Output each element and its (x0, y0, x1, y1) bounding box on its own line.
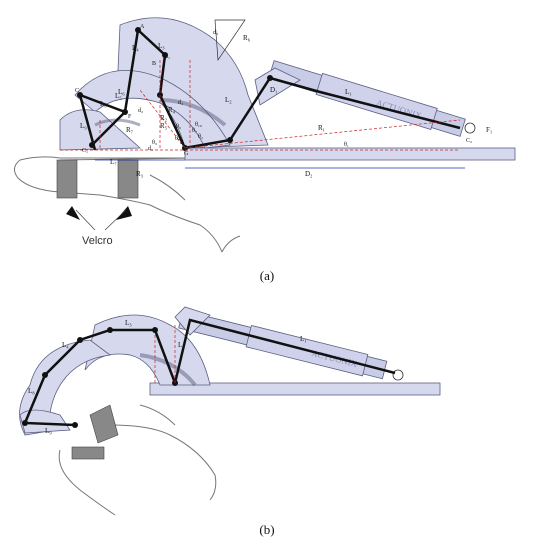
label-L2: L₂ (225, 96, 232, 104)
front-arc-link (19, 409, 71, 434)
label-beta1: β₁ (165, 54, 170, 60)
label-R6: R₆ (243, 34, 251, 42)
label-theta8: θ₈ (175, 136, 180, 142)
joints (77, 27, 273, 151)
label-G: G (184, 151, 189, 157)
dimension-lines (154, 325, 176, 383)
label-L4: L₄ (62, 341, 69, 349)
label-R4: R₄ (168, 106, 176, 114)
finger-linkage (78, 92, 128, 151)
label-L2: L₂ (178, 341, 185, 349)
label-L9: L₉ (45, 427, 52, 435)
label-F: F (128, 114, 132, 120)
hand-outline (58, 404, 217, 516)
label-F1: F₁ (486, 126, 492, 134)
label-L4: L₄ (132, 44, 139, 52)
panel-label-b: (b) (259, 522, 275, 537)
panel-label-a: (a) (259, 268, 275, 283)
label-L5: L₅ (115, 92, 122, 100)
label-L8: L₈ (100, 100, 107, 108)
label-L3: L₃ (158, 42, 165, 50)
label-E: E (180, 140, 184, 146)
end-pivot (464, 122, 476, 134)
label-theta10: θ₁₀ (195, 122, 202, 128)
velcro-strap (56, 159, 78, 199)
hand-outline (14, 157, 241, 253)
label-C1: C₁ (82, 148, 88, 154)
label-L8: L₈ (28, 387, 35, 395)
label-C: C (75, 88, 79, 94)
label-L6: L₆ (118, 88, 125, 96)
dimension-lines-blue (95, 159, 465, 169)
figure-panel-b: ACTUONIX L₃ L₄ L₁ L₂ L₈ L₉ (19, 306, 441, 516)
label-R1: R₁ (318, 124, 325, 132)
guide-slot (139, 353, 197, 387)
velcro-callout: Velcro (82, 235, 113, 247)
proximal-arc-link (59, 109, 142, 151)
label-d2: d₂ (138, 108, 143, 114)
label-L9: L₉ (80, 122, 87, 130)
velcro-arrow (66, 206, 80, 220)
label-theta2: θ₂ (198, 134, 203, 140)
figure-panel-a: ACTUONIX L₃ L₄ L₆ L₅ L₁ L₂ L₈ L₉ L₇ D₁ D… (14, 17, 516, 253)
label-L1: L₁ (345, 88, 352, 96)
label-C2: C₂ (466, 138, 472, 144)
dimension-lines (60, 60, 461, 151)
velcro-strap (89, 404, 119, 444)
base-plate (184, 147, 516, 161)
velcro-leader (104, 209, 127, 231)
label-D2: D₂ (305, 170, 313, 178)
label-L1: L₁ (300, 335, 307, 343)
velcro-arrow (116, 206, 132, 220)
velcro-strap (117, 159, 139, 199)
label-d3: d₃ (213, 30, 218, 36)
label-L7: L₇ (110, 158, 117, 166)
label-R2: R₂ (160, 114, 168, 122)
label-theta9: θ₉ (176, 124, 181, 130)
label-D1: D₁ (270, 86, 278, 94)
end-pivot (392, 369, 404, 381)
label-R7: R₇ (126, 126, 134, 134)
inset-triangle (214, 19, 246, 62)
middle-arc-link (74, 70, 231, 149)
finger-outline (19, 156, 190, 161)
label-theta7: θ₇ (192, 128, 197, 134)
label-d4: d₄ (178, 100, 183, 106)
label-d1: d₁ (148, 146, 153, 152)
actuator-linkage (173, 318, 396, 384)
label-theta1: θ₁ (344, 142, 349, 148)
linear-actuator: ACTUONIX (268, 60, 466, 137)
label-B: B (152, 61, 156, 67)
label-A: A (140, 24, 145, 30)
label-R5: R₅ (160, 122, 168, 130)
base-plate (149, 382, 441, 396)
label-theta3: θ₃ (152, 140, 157, 146)
guide-slot (159, 98, 227, 127)
label-R3: R₃ (136, 170, 144, 178)
velcro-strap (71, 446, 105, 460)
label-L3: L₃ (125, 319, 132, 327)
velcro-leader (75, 209, 96, 231)
